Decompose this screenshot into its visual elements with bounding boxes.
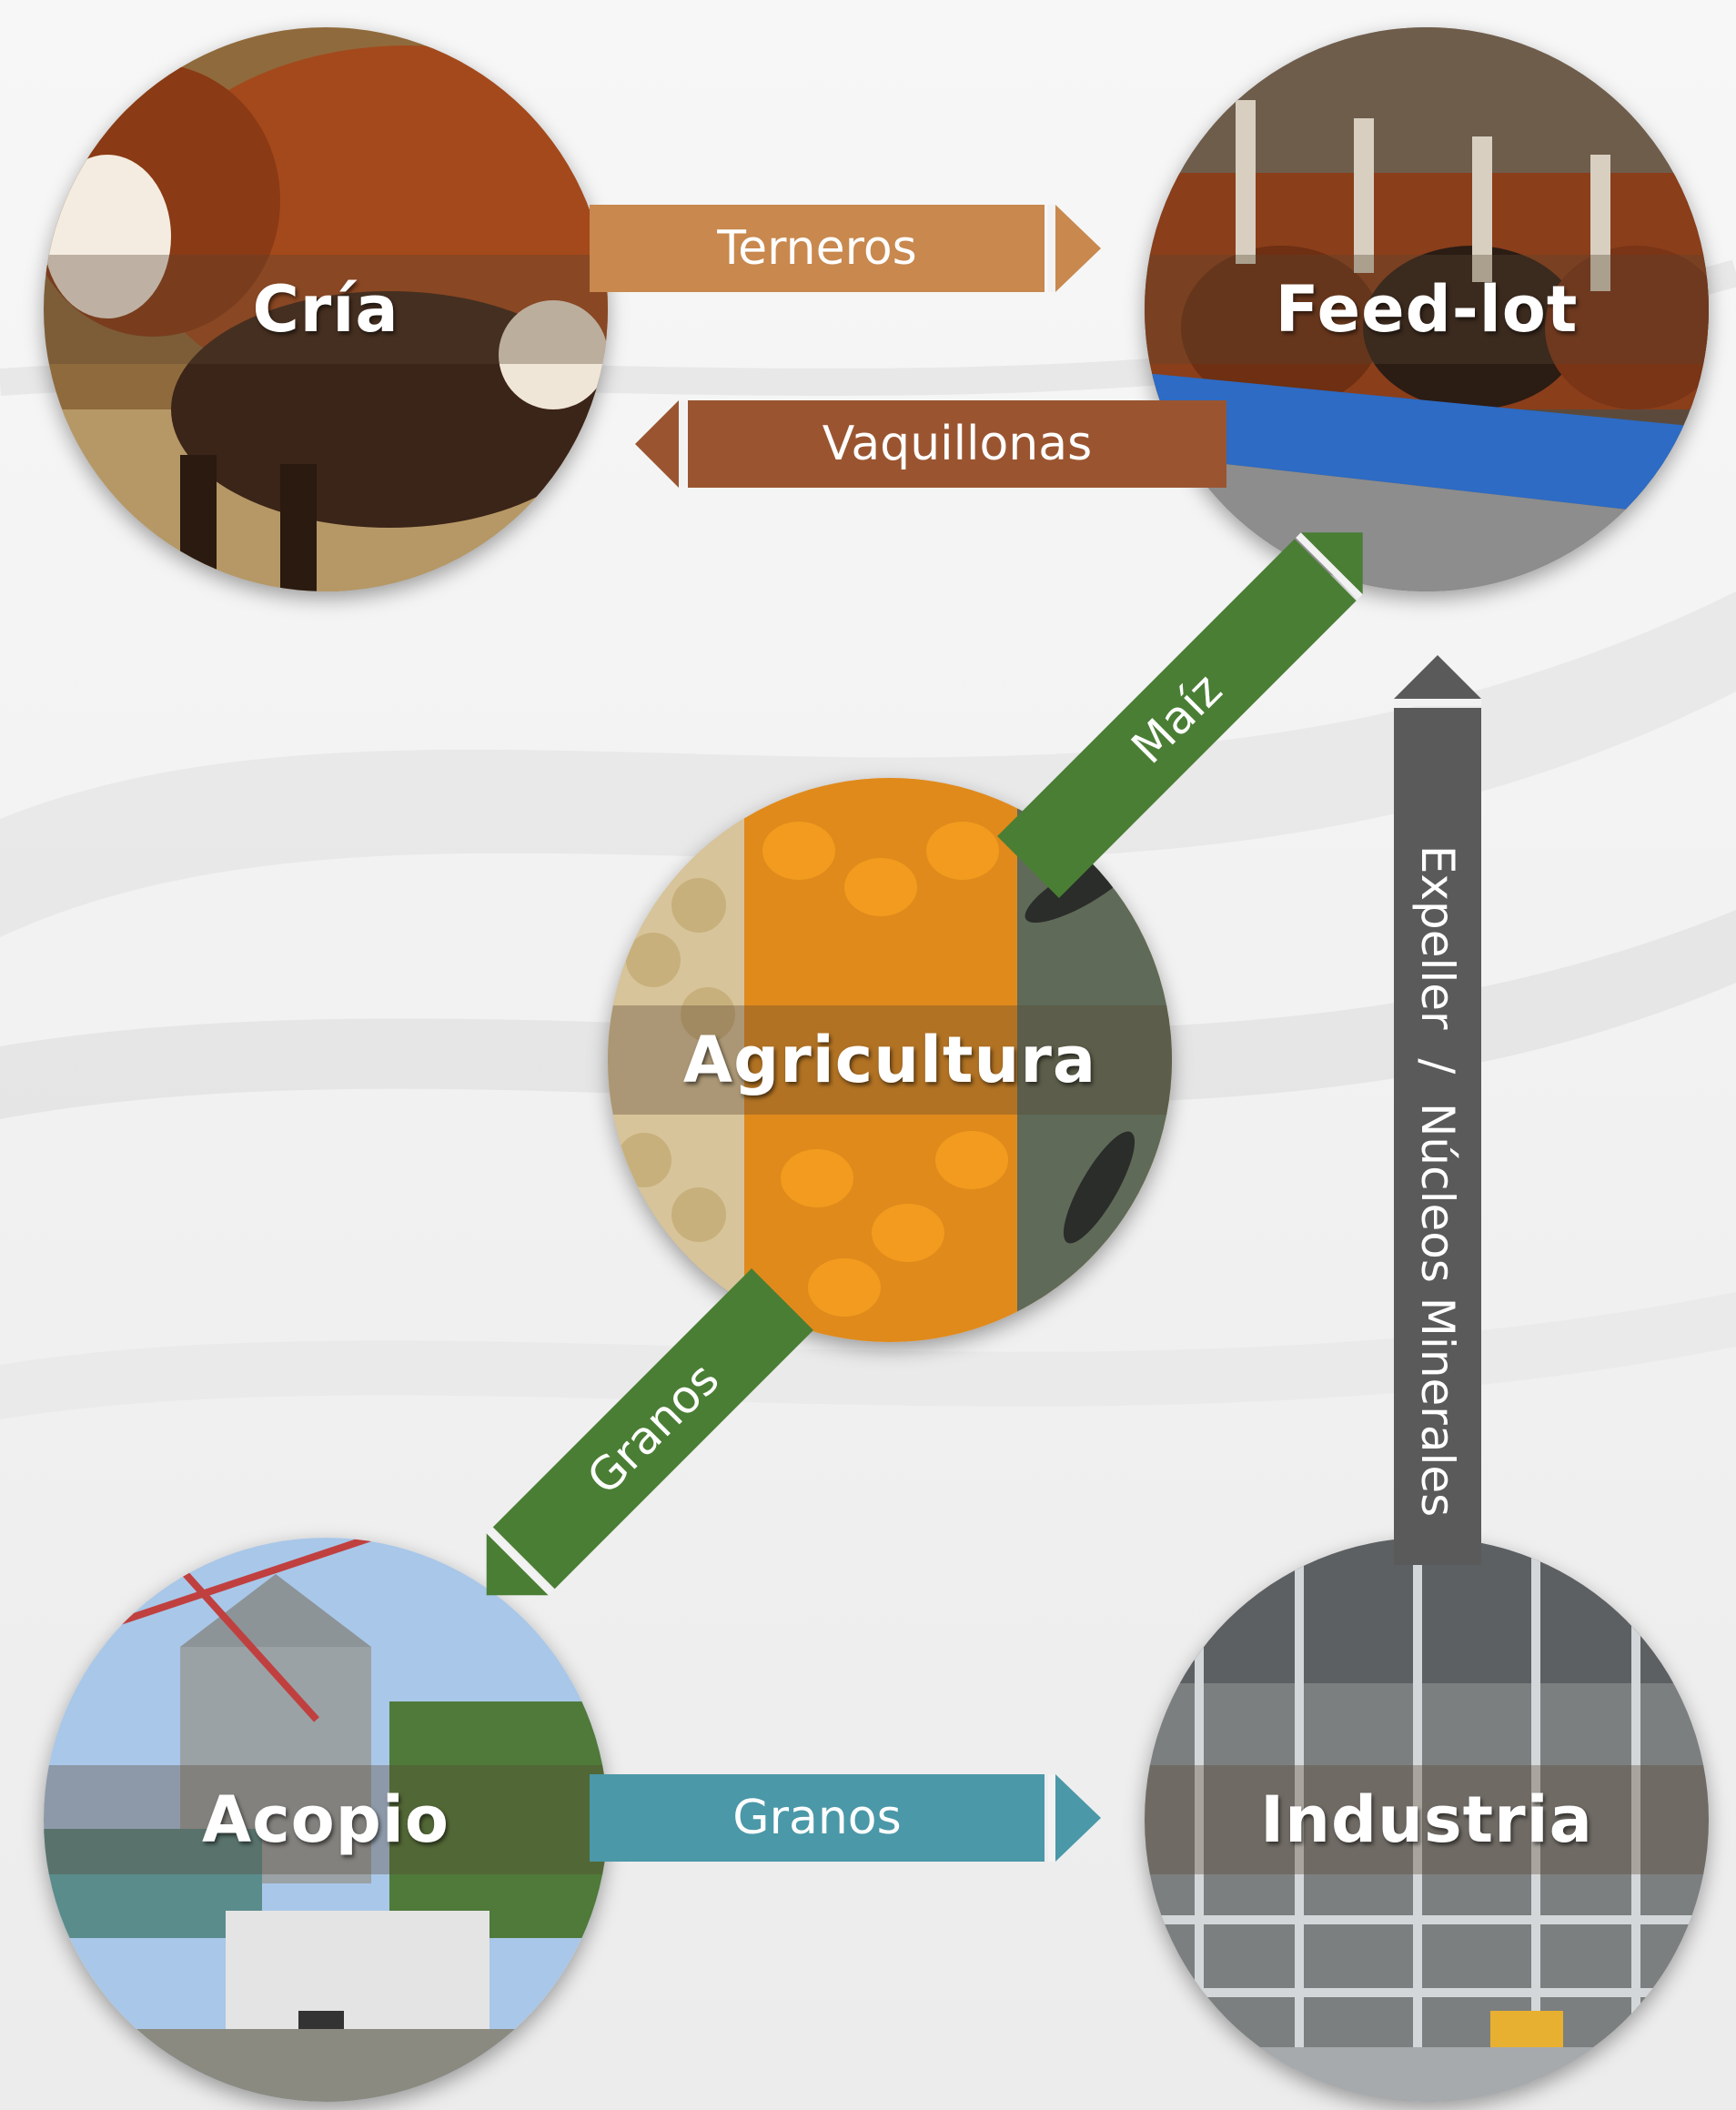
cria-node[interactable]: Cría [44,27,608,591]
acopio-label-band [44,1765,608,1874]
terneros-label: Terneros [590,205,1045,292]
arrow-right-icon [1055,205,1101,292]
vaquillonas-label: Vaquillonas [688,400,1226,488]
industria-node[interactable]: Industria [1145,1538,1709,2102]
industrial-plant-photo [1145,1538,1709,2102]
granos-horizontal-arrow: Granos [590,1774,1101,1862]
arrow-up-icon [1394,655,1481,699]
expeller-label: Expeller / Núcleos Minerales [1411,844,1464,1518]
expeller-arrow: Expeller / Núcleos Minerales [1394,655,1481,1565]
industria-label: Industria [1260,1782,1593,1857]
cria-label: Cría [252,272,399,347]
acopio-node[interactable]: Acopio [44,1538,608,2102]
agricultura-label: Agricultura [682,1023,1097,1097]
granos-horizontal-label: Granos [590,1774,1045,1862]
feedlot-label-band [1145,255,1709,364]
feedlot-node[interactable]: Feed-lot [1145,27,1709,591]
industria-label-band [1145,1765,1709,1874]
cria-label-band [44,255,608,364]
feedlot-cattle-photo [1145,27,1709,591]
agricultura-node[interactable]: Agricultura [608,778,1172,1342]
arrow-left-icon [635,400,679,488]
grains-photo [608,778,1172,1342]
terneros-arrow: Terneros [590,205,1101,292]
arrow-right-icon [1055,1774,1101,1862]
grain-silo-truck-photo [44,1538,608,2102]
cattle-calf-photo [44,27,608,591]
acopio-label: Acopio [202,1782,449,1857]
agricultura-label-band [608,1005,1172,1115]
feedlot-label: Feed-lot [1275,272,1579,347]
vaquillonas-arrow: Vaquillonas [635,400,1226,488]
